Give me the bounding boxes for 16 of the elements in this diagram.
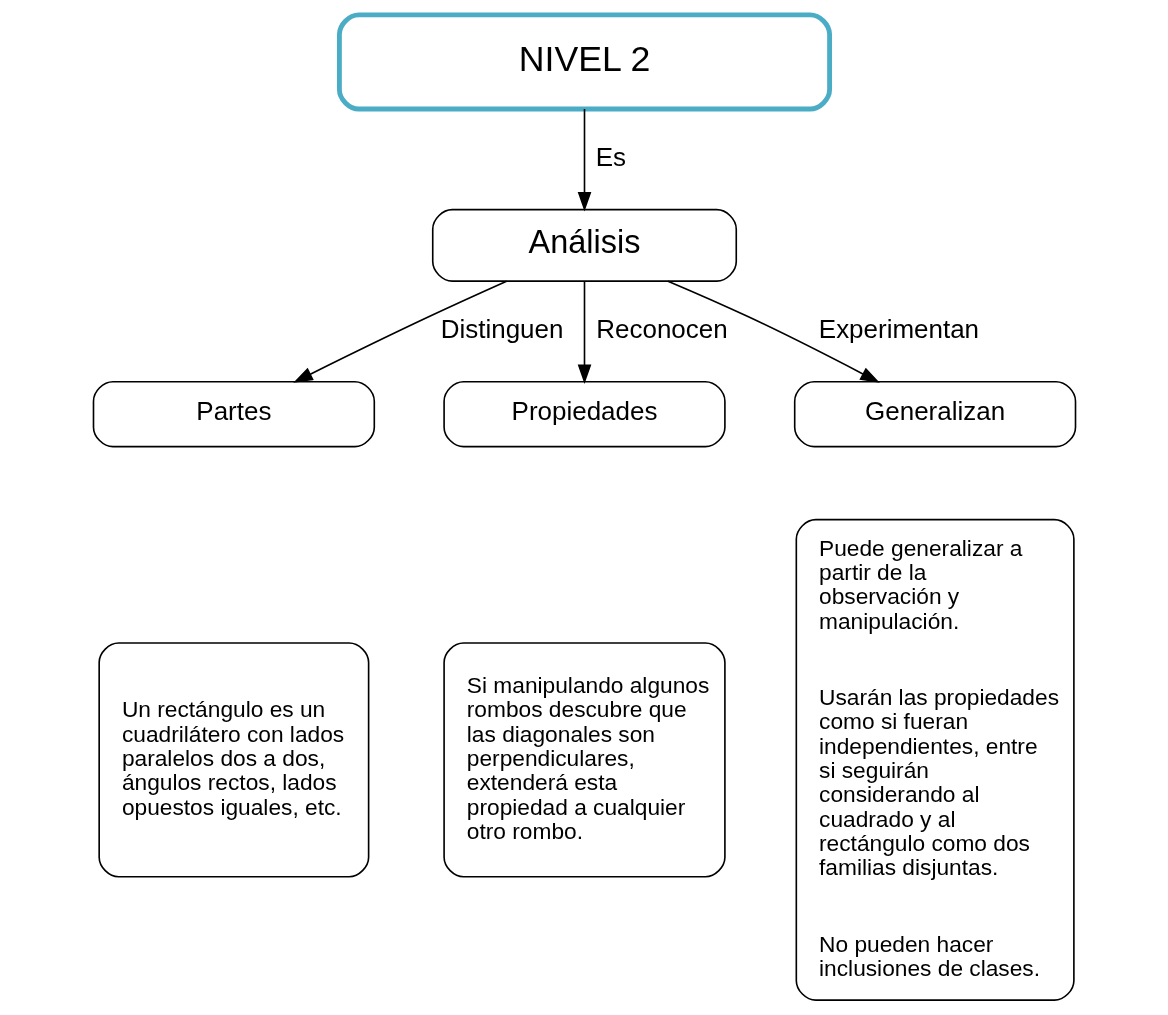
arrow [292,280,507,383]
arrow [577,280,591,385]
node-box: NIVEL 2 [336,12,832,112]
node-box: Puede generalizar a partir de la observación y manipulación. Usarán las propiedades como si fueran independientes, entre si seguirán considerando al cuadrado y al rectángulo como dos familias disjuntas. No pueden hacer inclusiones de clases. [795,518,1075,1001]
node-box: Partes [92,380,375,448]
edge-label: Reconocen [595,313,728,344]
arrow [577,108,591,212]
node-box: Un rectángulo es un cuadrilátero con lados paralelos dos a dos, ángulos rectos, lados opuestos iguales, etc. [97,642,369,878]
node-box: Análisis [431,208,737,282]
edge-label: Experimentan [818,313,979,344]
arrow [666,280,880,383]
edge-label: Es [595,141,626,172]
node-box: Generalizan [793,380,1076,448]
node-box: Si manipulando algunos rombos descubre que las diagonales son perpendiculares, extenderá esta propiedad a cualquier otro rombo. [442,642,726,878]
node-box: Propiedades [442,380,726,448]
edge-label: Distinguen [440,313,563,344]
